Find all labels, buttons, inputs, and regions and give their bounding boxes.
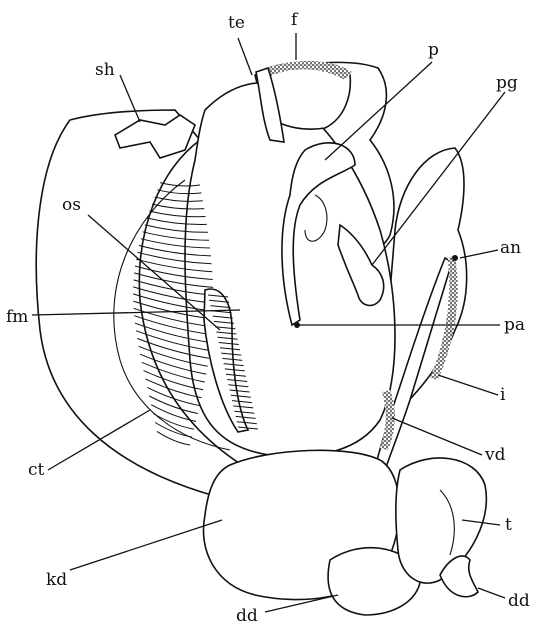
kidney-spot [262, 549, 266, 553]
kidney-spot [254, 485, 257, 488]
kidney-spot [303, 535, 306, 538]
kidney-spot [322, 486, 326, 490]
kidney-spot [352, 531, 355, 534]
kidney-spot [296, 516, 300, 520]
kidney-spot [296, 487, 301, 492]
kidney-spot [298, 574, 303, 579]
kidney-spot [253, 566, 257, 570]
label-kd: kd [46, 570, 67, 590]
kidney-spot [244, 554, 247, 557]
kidney-spot [292, 506, 296, 510]
kidney-spot [257, 568, 261, 572]
kidney-spot [344, 496, 346, 498]
kidney-spot [266, 520, 270, 524]
kidney-spot [351, 505, 353, 507]
kidney-spot [350, 526, 353, 529]
label-p: p [428, 40, 439, 60]
kidney-spot [260, 495, 262, 497]
testis [396, 458, 486, 583]
label-sh: sh [95, 60, 115, 80]
kidney-spot [256, 526, 259, 529]
kidney-spot [324, 507, 327, 510]
kidney-spot [249, 572, 254, 577]
kidney-spot [302, 485, 305, 488]
kidney-spot [253, 480, 257, 484]
kidney-spot [298, 522, 301, 525]
label-f: f [291, 10, 299, 30]
kidney-spot [293, 546, 297, 550]
kidney-spot [330, 542, 333, 545]
label-ct: ct [28, 460, 45, 480]
kidney-spot [362, 541, 366, 545]
label-t: t [505, 515, 512, 535]
kidney-spot [302, 522, 306, 526]
kidney-spot [331, 504, 336, 509]
kidney-spot [273, 523, 277, 527]
label-dd-right: dd [508, 591, 530, 611]
label-vd: vd [484, 445, 506, 465]
kidney-spot [318, 487, 321, 490]
kidney-spot [246, 511, 249, 514]
kidney-spot [272, 546, 275, 549]
kidney-spot [315, 518, 319, 522]
anus-marker [452, 255, 458, 261]
kidney-spot [298, 565, 302, 569]
kidney-spot [323, 566, 326, 569]
kidney-spot [286, 485, 291, 490]
kidney-spot [271, 508, 275, 512]
kidney-spot [257, 522, 262, 527]
kidney-spot [253, 571, 256, 574]
kidney-spot [333, 542, 337, 546]
kidney-spot [293, 528, 297, 532]
kidney-spot [272, 553, 275, 556]
kidney-spot [244, 514, 248, 518]
kidney-spot [362, 523, 365, 526]
kidney-spot [309, 512, 312, 515]
kidney-spot [331, 512, 336, 517]
label-pa: pa [504, 315, 525, 335]
label-an: an [500, 238, 521, 258]
kidney-spot [358, 511, 361, 514]
label-fm: fm [6, 307, 28, 327]
label-i: i [500, 385, 506, 405]
kidney-spot [311, 527, 314, 530]
label-pg: pg [496, 73, 518, 93]
kidney-spot [269, 517, 273, 521]
kidney-spot [303, 569, 307, 573]
label-os: os [62, 195, 81, 215]
kidney-spot [280, 481, 284, 485]
label-dd-left: dd [236, 606, 258, 623]
kidney-spot [299, 490, 303, 494]
label-te: te [228, 13, 245, 33]
kidney-spot [336, 514, 339, 517]
kidney-spot [275, 555, 279, 559]
kidney-spot [322, 492, 325, 495]
